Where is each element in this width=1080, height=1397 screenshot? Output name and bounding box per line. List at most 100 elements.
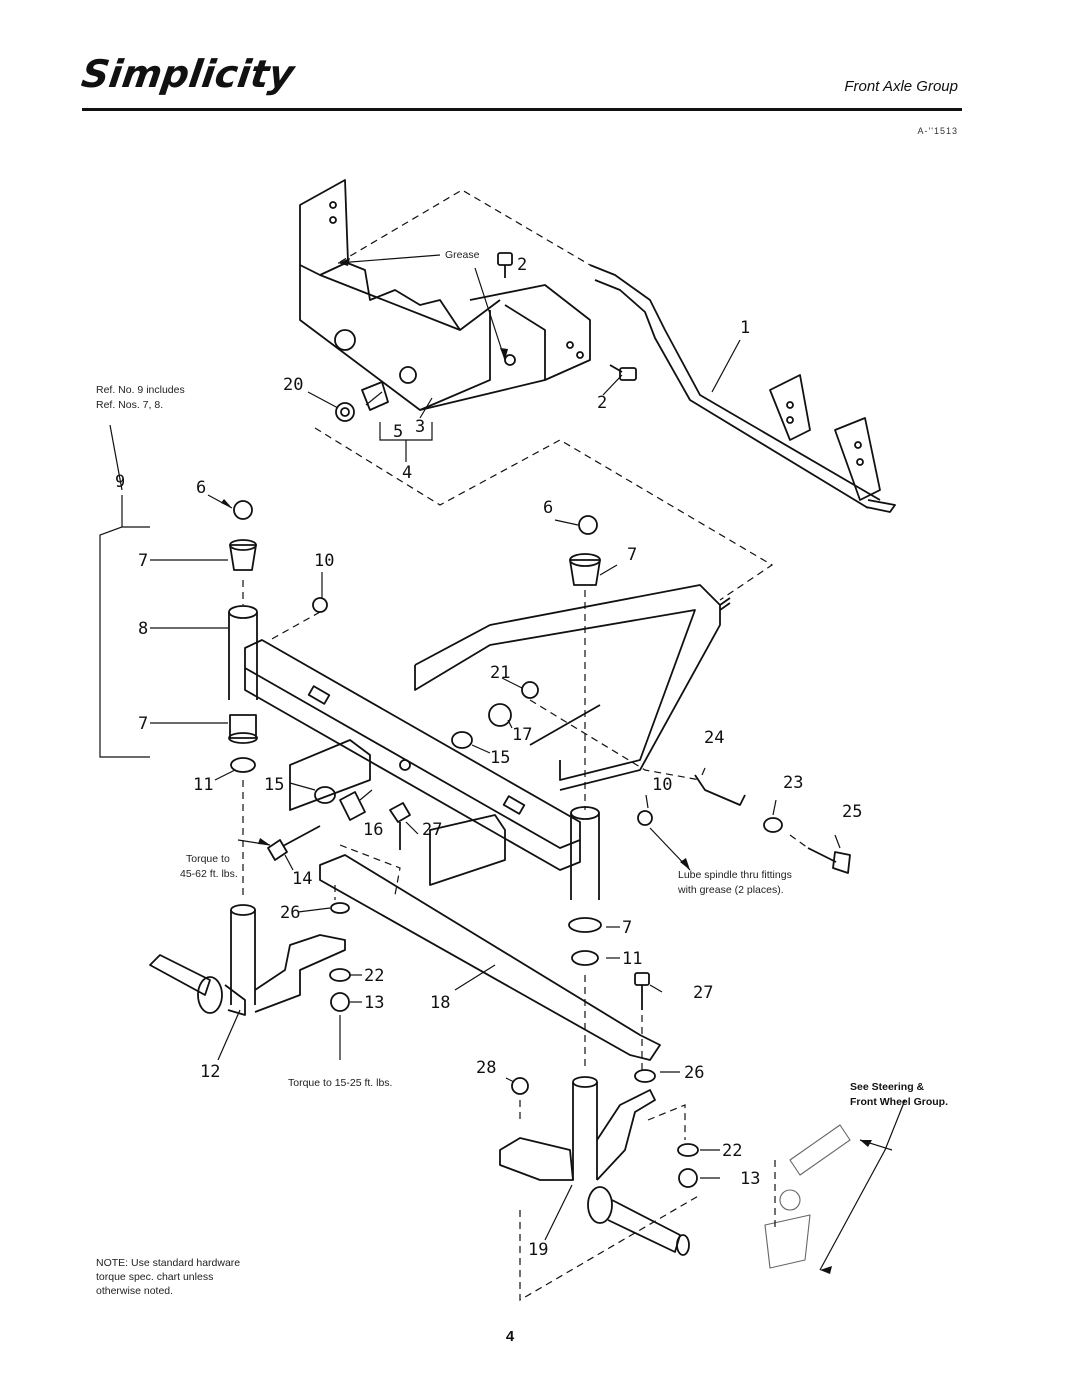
- document-id: A-''1513: [917, 126, 958, 136]
- callout-2a: 2: [517, 255, 527, 275]
- callout-9: 9: [115, 472, 125, 492]
- see-steering-line1: See Steering &: [850, 1081, 925, 1093]
- page-number: 4: [505, 1328, 515, 1345]
- left-spindle-12: [149, 904, 346, 1016]
- left-spindle-post: [228, 605, 258, 700]
- nut-21: [521, 681, 539, 699]
- axle-beam: [244, 639, 581, 871]
- header-rule: [82, 108, 962, 111]
- callout-23: 23: [783, 773, 803, 793]
- washer-23: [763, 817, 783, 833]
- callout-7d: 7: [622, 918, 632, 938]
- callout-14: 14: [292, 869, 312, 889]
- grease-fitting-10-left: [312, 597, 328, 613]
- callout-8: 8: [138, 619, 148, 639]
- callout-6b: 6: [543, 498, 553, 518]
- bolt-27-upper: [389, 802, 411, 850]
- callout-2b: 2: [597, 393, 607, 413]
- washer-11-right: [571, 950, 599, 966]
- callout-17: 17: [512, 725, 532, 745]
- bushing-7-right-bottom: [568, 917, 602, 933]
- bolt-2-top: [497, 252, 513, 278]
- bolt-27-lower: [634, 972, 650, 1010]
- right-spindle-post: [570, 806, 600, 900]
- bolt-2-lower: [609, 364, 637, 381]
- bushing-17: [488, 703, 512, 727]
- callout-20: 20: [283, 375, 303, 395]
- eclip-6-right: [578, 515, 598, 535]
- tie-rod-18: [319, 854, 661, 1061]
- callout-21: 21: [490, 663, 510, 683]
- bushing-5: [361, 381, 389, 411]
- washer-22-left: [329, 968, 351, 982]
- lube-note-line2: with grease (2 places).: [677, 884, 784, 896]
- callout-6a: 6: [196, 478, 206, 498]
- callout-11a: 11: [193, 775, 213, 795]
- callout-22a: 22: [364, 966, 384, 986]
- callout-26b: 26: [684, 1063, 704, 1083]
- callout-15a: 15: [490, 748, 510, 768]
- torque1-line2: 45-62 ft. lbs.: [180, 868, 238, 880]
- callout-25: 25: [842, 802, 862, 822]
- bushing-7-left-bottom: [229, 714, 257, 739]
- washer-26-right: [634, 1069, 656, 1083]
- callout-10b: 10: [652, 775, 672, 795]
- callout-28: 28: [476, 1058, 496, 1078]
- grease-label: Grease: [445, 249, 480, 261]
- note-line2: torque spec. chart unless: [96, 1271, 213, 1283]
- note-line3: otherwise noted.: [96, 1285, 173, 1297]
- ref9-note-line1: Ref. No. 9 includes: [96, 384, 185, 396]
- washer-22-right: [677, 1143, 699, 1157]
- callout-13a: 13: [364, 993, 384, 1013]
- section-title: Front Axle Group: [844, 78, 958, 95]
- ref9-note-line2: Ref. Nos. 7, 8.: [96, 399, 163, 411]
- callout-16: 16: [363, 820, 383, 840]
- callout-3: 3: [415, 417, 425, 437]
- torque1-line1: Torque to: [186, 853, 230, 865]
- callout-11b: 11: [622, 949, 642, 969]
- bolt-25: [807, 847, 851, 874]
- callout-10a: 10: [314, 551, 334, 571]
- callout-1: 1: [740, 318, 750, 338]
- callout-19: 19: [528, 1240, 548, 1260]
- note-line1: NOTE: Use standard hardware: [96, 1257, 240, 1269]
- callout-15b: 15: [264, 775, 284, 795]
- bushing-16: [339, 791, 366, 821]
- callout-12: 12: [200, 1062, 220, 1082]
- callout-5: 5: [393, 422, 403, 442]
- nut-13-left: [330, 992, 350, 1012]
- washer-15-lower: [314, 786, 336, 804]
- bolt-14: [267, 825, 321, 861]
- callout-13b: 13: [740, 1169, 760, 1189]
- callout-24: 24: [704, 728, 724, 748]
- mounting-bracket: [299, 179, 591, 411]
- callout-27b: 27: [693, 983, 713, 1003]
- callout-22b: 22: [722, 1141, 742, 1161]
- eclip-6-left: [233, 500, 253, 520]
- callout-27a: 27: [422, 820, 442, 840]
- see-steering-line2: Front Wheel Group.: [850, 1096, 948, 1108]
- nut-13-right: [678, 1168, 698, 1188]
- lube-note-line1: Lube spindle thru fittings: [678, 869, 792, 881]
- wheel-hub-sketch: [764, 1124, 851, 1269]
- washer-26-left: [330, 902, 350, 914]
- washer-11-left: [230, 757, 256, 773]
- callout-4: 4: [402, 463, 412, 483]
- washer-20: [335, 402, 355, 422]
- callout-26a: 26: [280, 903, 300, 923]
- a-frame: [414, 584, 731, 791]
- callout-7c: 7: [138, 714, 148, 734]
- bushing-7-right-top: [569, 559, 601, 586]
- cotter-pin-24: [694, 774, 746, 806]
- callout-7a: 7: [138, 551, 148, 571]
- callout-18: 18: [430, 993, 450, 1013]
- torque2-label: Torque to 15-25 ft. lbs.: [288, 1077, 392, 1089]
- washer-15-upper: [451, 731, 473, 749]
- axle-rod-1: [589, 264, 896, 513]
- right-spindle-19: [499, 1076, 690, 1256]
- grease-fitting-10-right: [637, 810, 653, 826]
- callout-7b: 7: [627, 545, 637, 565]
- nut-28: [511, 1077, 529, 1095]
- bushing-7-left-top: [229, 544, 257, 571]
